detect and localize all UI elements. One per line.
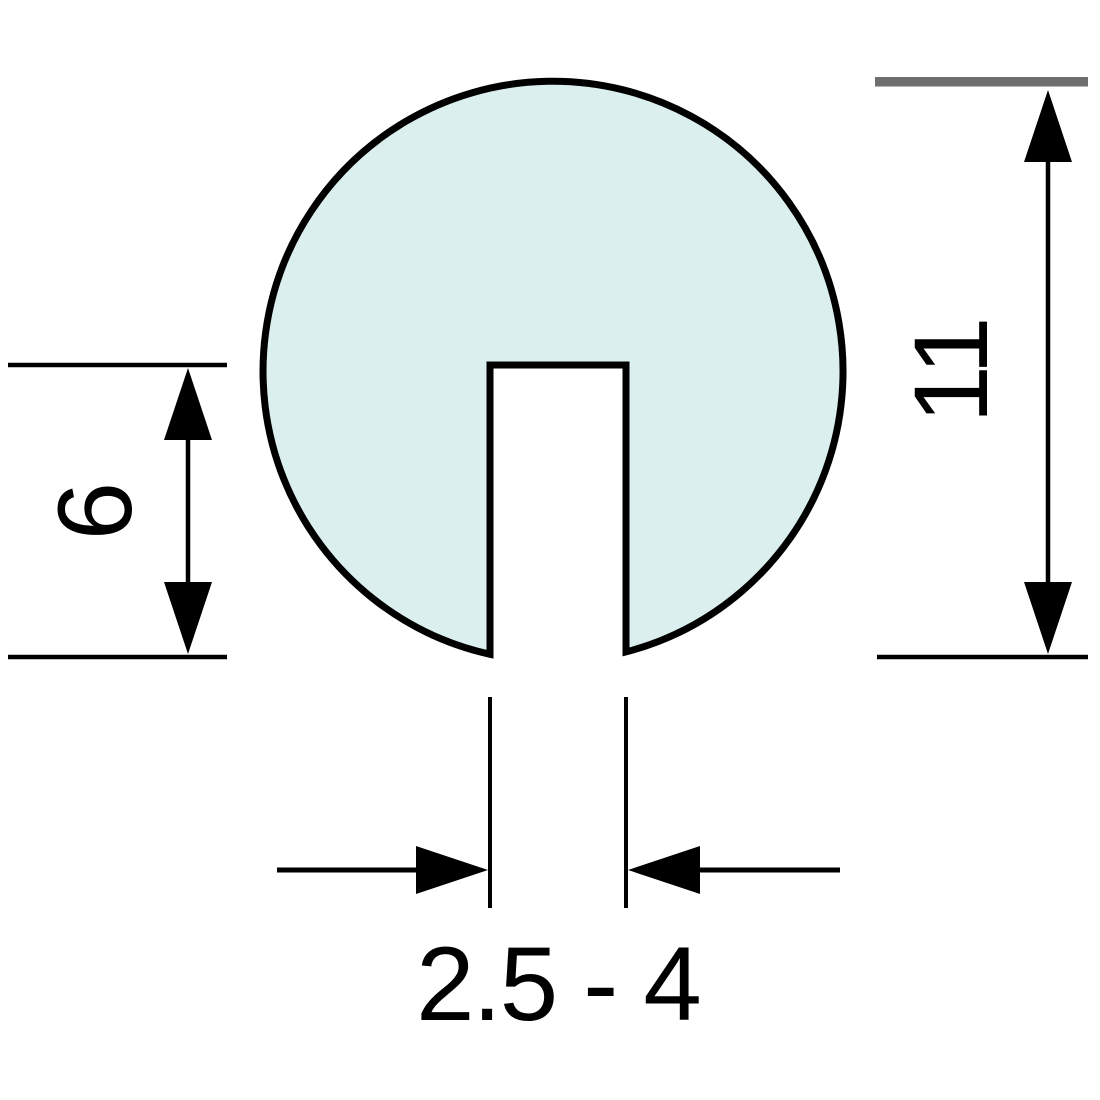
arrowhead-down-icon (1024, 582, 1072, 654)
label-slot-depth: 6 (37, 484, 154, 540)
arrowhead-up-icon (164, 368, 212, 440)
dimension-slot-width: 2.5 - 4 (277, 697, 840, 1043)
label-overall-height: 11 (893, 319, 1010, 424)
label-slot-width: 2.5 - 4 (416, 926, 700, 1043)
dimension-overall-height: 11 (875, 77, 1088, 660)
arrowhead-up-icon (1024, 90, 1072, 162)
dimension-slot-depth: 6 (8, 362, 227, 660)
arrowhead-down-icon (164, 582, 212, 654)
arrowhead-left-icon (628, 846, 700, 894)
arrowhead-right-icon (416, 846, 488, 894)
profile-cross-section (259, 77, 847, 659)
mount-surface-bar (875, 77, 1088, 87)
